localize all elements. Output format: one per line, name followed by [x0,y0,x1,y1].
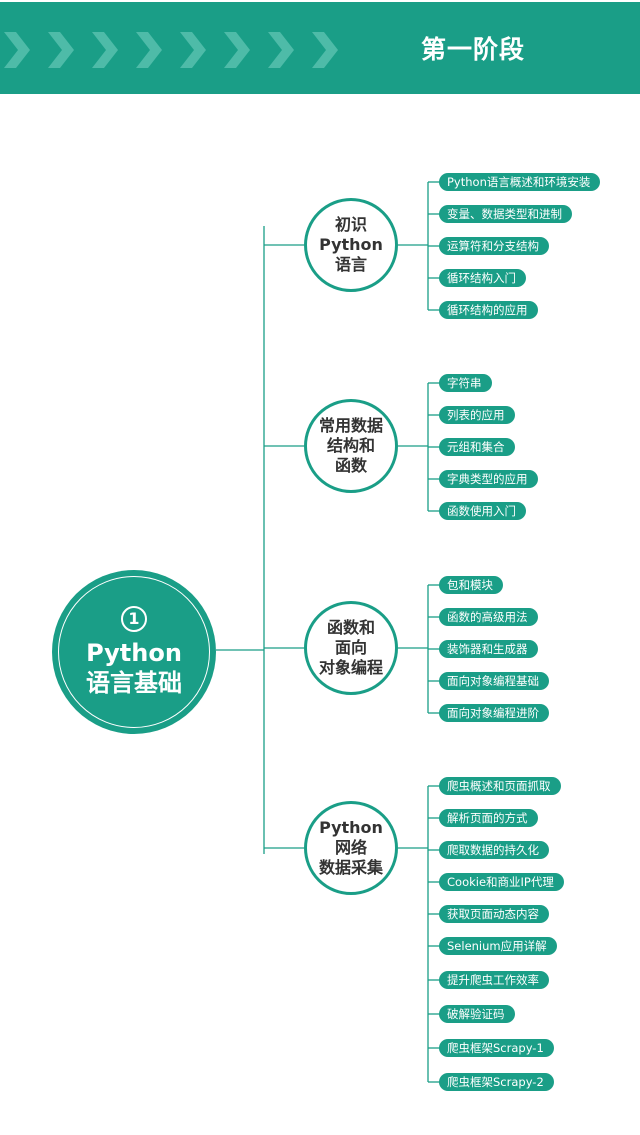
branch-node-line: 函数 [334,456,367,475]
leaf-topic: Python语言概述和环境安装 [439,173,601,191]
chevron-arrow-icon [92,32,118,68]
branch-node-2: 常用数据 结构和 函数 [304,399,398,493]
leaf-topic: 提升爬虫工作效率 [439,971,549,989]
root-title-line2: 语言基础 [86,669,182,697]
branch-node-line: 函数和 [326,618,375,637]
branch-node-line: 常用数据 [318,416,383,435]
branch-node-line: 语言 [334,255,367,274]
leaf-topic: 爬虫框架Scrapy-2 [439,1073,554,1091]
stage-title: 第一阶段 [420,35,525,64]
chevron-arrow-icon [312,32,338,68]
leaf-topic: 面向对象编程基础 [439,672,549,690]
root-number-badge: 1 [121,606,147,632]
leaf-topic: 函数使用入门 [439,502,526,520]
leaf-topic: Selenium应用详解 [439,937,557,955]
branch-node-line: 对象编程 [318,658,383,677]
chevron-arrow-icon [268,32,294,68]
leaf-topic: 破解验证码 [439,1005,515,1023]
branch-node-line: 数据采集 [318,858,383,877]
leaf-topic: Cookie和商业IP代理 [439,873,564,891]
branch-node-line: 初识 [334,215,367,234]
chevron-arrow-icon [224,32,250,68]
leaf-topic: 获取页面动态内容 [439,905,549,923]
leaf-topic: 装饰器和生成器 [439,640,538,658]
leaf-topic: 面向对象编程进阶 [439,704,549,722]
leaf-topic: 解析页面的方式 [439,809,538,827]
leaf-topic: 函数的高级用法 [439,608,538,626]
branch-node-line: 面向 [334,638,367,657]
branch-node-1: 初识 Python 语言 [304,198,398,292]
root-node: 1 Python 语言基础 [52,570,216,734]
branch-node-3: 函数和 面向 对象编程 [304,601,398,695]
leaf-topic: 循环结构的应用 [439,301,538,319]
branch-node-line: Python [319,818,383,837]
branch-node-4: Python 网络 数据采集 [304,801,398,895]
leaf-topic: 列表的应用 [439,406,515,424]
leaf-topic: 包和模块 [439,576,503,594]
header-banner: 第一阶段 [0,2,640,94]
leaf-topic: 字典类型的应用 [439,470,538,488]
root-title-line1: Python [86,639,182,667]
leaf-topic: 爬取数据的持久化 [439,841,549,859]
leaf-topic: 运算符和分支结构 [439,237,549,255]
leaf-topic: 爬虫概述和页面抓取 [439,777,561,795]
leaf-topic: 元组和集合 [439,438,515,456]
leaf-topic: 字符串 [439,374,492,392]
chevron-arrows-decoration [4,32,338,68]
branch-node-line: 网络 [334,838,367,857]
leaf-topic: 循环结构入门 [439,269,526,287]
chevron-arrow-icon [4,32,30,68]
chevron-arrow-icon [136,32,162,68]
chevron-arrow-icon [48,32,74,68]
branch-node-line: 结构和 [326,436,375,455]
root-node-ring: 1 Python 语言基础 [58,576,210,728]
leaf-topic: 变量、数据类型和进制 [439,205,572,223]
leaf-topic: 爬虫框架Scrapy-1 [439,1039,554,1057]
chevron-arrow-icon [180,32,206,68]
branch-node-line: Python [319,235,383,254]
